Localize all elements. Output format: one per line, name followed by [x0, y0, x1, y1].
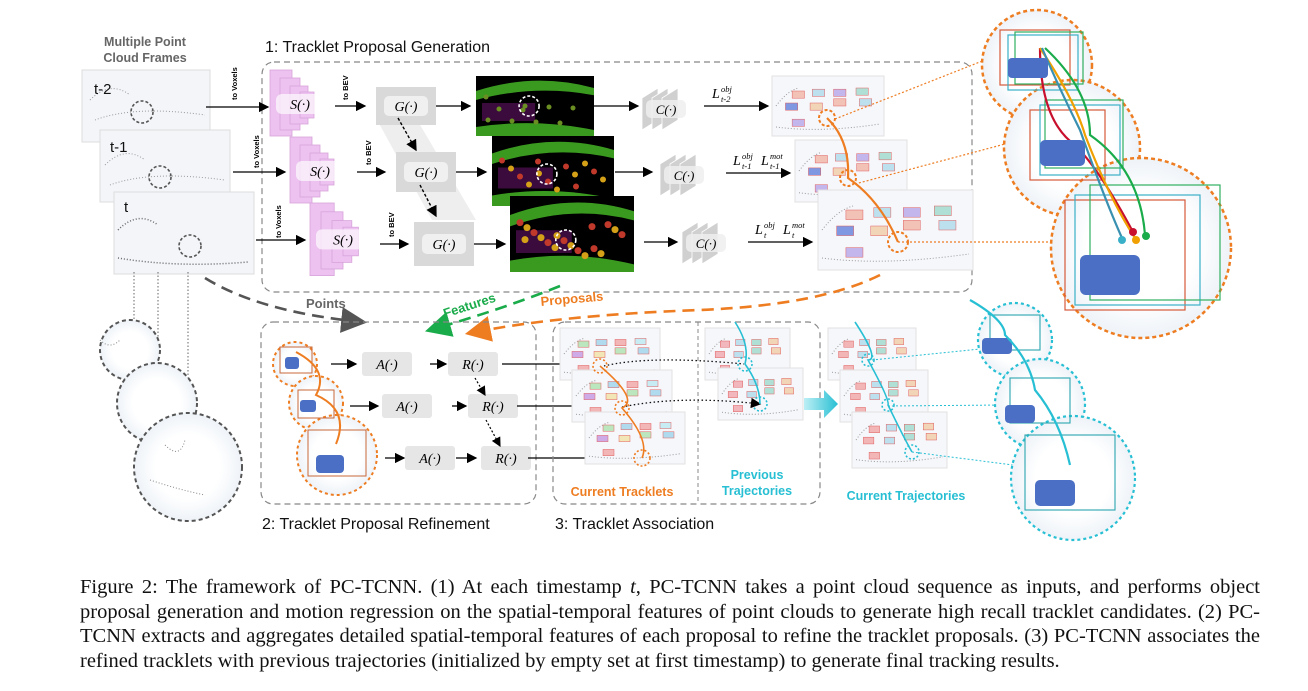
- to-voxels-label: to Voxels: [252, 135, 261, 168]
- tracklet-proposal-zoom-circles: [834, 8, 1233, 340]
- aggregation-label: A(·): [395, 400, 418, 415]
- trajectory-zoom-circles: [871, 299, 1137, 542]
- current-tracklets-label: Current Tracklets: [571, 485, 674, 499]
- zoomed-point-circles: [99, 319, 243, 522]
- point-cloud-frame-t-1: t-1: [99, 129, 231, 203]
- loss-obj-sup: obj: [721, 84, 733, 94]
- loss-mot-sub: t-1: [770, 161, 779, 171]
- refinement-label: R(·): [494, 452, 517, 467]
- bev-backbone-label: G(·): [415, 166, 438, 181]
- svg-text:L: L: [711, 87, 720, 102]
- refinement-block: R(·): [468, 394, 518, 418]
- detection-head-label: C(·): [696, 236, 717, 251]
- features-arrow: [425, 284, 561, 337]
- current-trajectory-frame: [851, 411, 948, 469]
- to-bev-label: to BEV: [341, 75, 350, 100]
- points-arrow: [204, 276, 368, 333]
- refinement-block: R(·): [448, 352, 498, 376]
- figure-caption: Figure 2: The framework of PC-TCNN. (1) …: [80, 575, 1260, 673]
- bev-feature-map: [492, 136, 614, 206]
- stage3-box: [552, 321, 821, 505]
- bev-backbone-block: G(·): [376, 87, 436, 125]
- bev-backbone-block: G(·): [396, 152, 456, 192]
- loss-obj-sub: t: [764, 230, 767, 240]
- output-arrow: [804, 390, 838, 418]
- proposals-arrow: [464, 273, 881, 342]
- detection-head-block: C(·): [641, 87, 686, 131]
- bev-feature-map: [510, 196, 634, 272]
- svg-text:L: L: [732, 154, 741, 169]
- detection-head-block: C(·): [659, 153, 704, 197]
- svg-text:L: L: [754, 223, 763, 238]
- caption-label: Figure 2:: [80, 576, 158, 598]
- frame-label: t: [124, 199, 129, 216]
- sparse-conv-block: S(·): [309, 202, 369, 276]
- frame-label: t-2: [94, 81, 112, 98]
- loss-mot-sub: t: [792, 230, 795, 240]
- sparse-conv-label: S(·): [290, 98, 310, 113]
- aggregation-block: A(·): [382, 394, 432, 418]
- framework-diagram: Multiple Point Cloud Frames t-2 t-1 t 1:…: [81, 8, 1233, 542]
- loss-obj-sub: t-1: [742, 161, 751, 171]
- aggregation-block: A(·): [362, 352, 412, 376]
- input-title-line1: Multiple Point: [104, 35, 187, 49]
- caption-text-1: The framework of PC-TCNN. (1) At each ti…: [157, 576, 631, 598]
- loss-mot-sup: mot: [792, 220, 805, 230]
- stage1-title: 1: Tracklet Proposal Generation: [265, 39, 490, 56]
- current-tracklet-frame: [584, 411, 686, 465]
- detection-head-label: C(·): [674, 168, 695, 183]
- bev-backbone-block: G(·): [414, 222, 474, 266]
- detection-result-frame: [771, 75, 885, 137]
- detection-result-frame: [817, 189, 974, 271]
- loss-obj-sup: obj: [742, 151, 754, 161]
- loss-mot-sup: mot: [770, 151, 783, 161]
- caption-text-2: , PC-TCNN takes a point cloud sequence a…: [80, 576, 1260, 672]
- to-voxels-label: to Voxels: [274, 205, 283, 238]
- point-cloud-frame-t: t: [113, 191, 255, 275]
- aggregation-label: A(·): [418, 452, 441, 467]
- refinement-zoom-circles: [272, 341, 378, 496]
- input-title-line2: Cloud Frames: [103, 51, 186, 65]
- detection-head-label: C(·): [656, 102, 677, 117]
- aggregation-block: A(·): [405, 446, 455, 470]
- refinement-label: R(·): [461, 358, 484, 373]
- to-bev-label: to BEV: [364, 140, 373, 165]
- stage2-title: 2: Tracklet Proposal Refinement: [262, 516, 490, 533]
- svg-text:L: L: [760, 154, 769, 169]
- stage1-box: [261, 61, 973, 293]
- features-label: Features: [441, 290, 497, 321]
- stage3-title: 3: Tracklet Association: [555, 516, 714, 533]
- stage2-box: [260, 321, 537, 505]
- sparse-conv-label: S(·): [310, 165, 330, 180]
- detection-head-block: C(·): [681, 221, 726, 265]
- sparse-conv-block: S(·): [269, 69, 324, 137]
- bev-backbone-label: G(·): [433, 238, 456, 253]
- bev-backbone-label: G(·): [395, 100, 418, 115]
- loss-obj-sub: t-2: [721, 94, 731, 104]
- to-bev-label: to BEV: [387, 212, 396, 237]
- to-voxels-label: to Voxels: [230, 67, 239, 100]
- caption-t: t: [630, 576, 636, 598]
- sparse-conv-block: S(·): [289, 136, 344, 204]
- previous-trajectories-label-2: Trajectories: [722, 484, 792, 498]
- loss-obj-sup: obj: [764, 220, 776, 230]
- current-trajectories-label: Current Trajectories: [847, 489, 966, 503]
- sparse-conv-label: S(·): [333, 233, 353, 248]
- points-label: Points: [306, 296, 346, 311]
- previous-trajectories-label-1: Previous: [731, 468, 784, 482]
- aggregation-label: A(·): [375, 358, 398, 373]
- bev-feature-map: [476, 76, 594, 136]
- frame-label: t-1: [110, 139, 128, 156]
- previous-trajectory-frame: [717, 367, 804, 421]
- proposals-label: Proposals: [540, 289, 604, 309]
- svg-text:L: L: [782, 223, 791, 238]
- refinement-block: R(·): [481, 446, 531, 470]
- refinement-label: R(·): [481, 400, 504, 415]
